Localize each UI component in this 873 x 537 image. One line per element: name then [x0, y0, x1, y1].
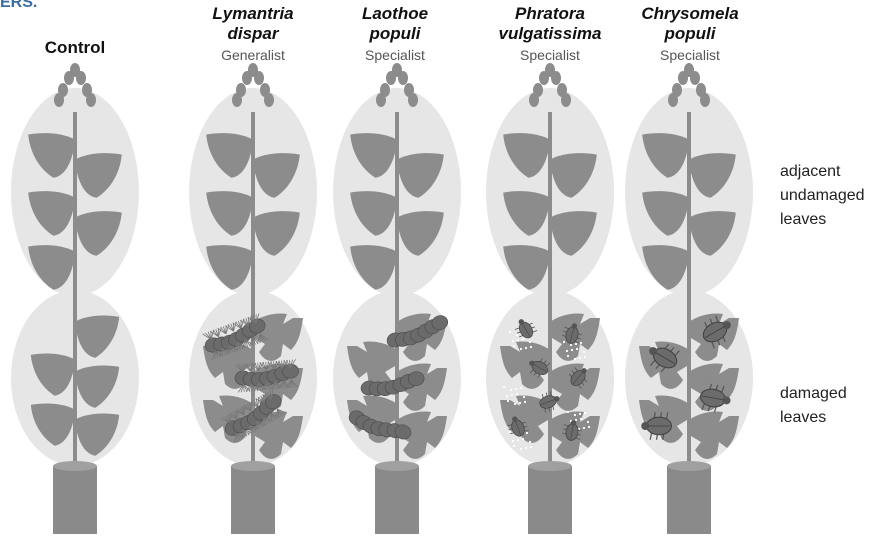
- feeding-speckle: [522, 338, 524, 340]
- feeding-speckle: [567, 355, 569, 357]
- feeding-speckle: [570, 344, 572, 346]
- feeding-speckle: [530, 446, 532, 448]
- pot-rim: [528, 461, 572, 471]
- feeding-speckle: [516, 334, 518, 336]
- feeding-speckle: [506, 395, 508, 397]
- feeding-speckle: [529, 341, 531, 343]
- feeding-speckle: [584, 356, 586, 358]
- feeding-speckle: [509, 331, 511, 333]
- feeding-speckle: [579, 413, 581, 415]
- feeding-speckle: [520, 387, 522, 389]
- feeding-speckle: [517, 339, 519, 341]
- feeding-speckle: [507, 400, 509, 402]
- feeding-speckle: [514, 403, 516, 405]
- feeding-speckle: [529, 441, 531, 443]
- feeding-speckle: [583, 351, 585, 353]
- feeding-speckle: [509, 431, 511, 433]
- damaged-leaf: [689, 411, 739, 458]
- feeding-speckle: [563, 341, 565, 343]
- apical-leaf-bud: [248, 63, 258, 77]
- apical-leaf-bud: [529, 93, 539, 107]
- apical-leaf-bud: [545, 63, 555, 77]
- pot: [375, 466, 419, 534]
- feeding-speckle: [583, 427, 585, 429]
- pot-rim: [53, 461, 97, 471]
- pot: [53, 466, 97, 534]
- plant-phratora: [486, 63, 614, 534]
- feeding-speckle: [571, 349, 573, 351]
- feeding-speckle: [524, 401, 526, 403]
- feeding-speckle: [520, 448, 522, 450]
- feeding-speckle: [522, 438, 524, 440]
- feeding-speckle: [525, 447, 527, 449]
- apical-leaf-bud: [700, 93, 710, 107]
- feeding-speckle: [520, 348, 522, 350]
- feeding-speckle: [517, 439, 519, 441]
- feeding-speckle: [587, 421, 589, 423]
- feeding-speckle: [574, 358, 576, 360]
- feeding-speckle: [575, 343, 577, 345]
- feeding-speckle: [566, 350, 568, 352]
- feeding-speckle: [576, 348, 578, 350]
- pot: [667, 466, 711, 534]
- plant-lymantria: [189, 63, 317, 534]
- feeding-speckle: [513, 345, 515, 347]
- pot: [231, 466, 275, 534]
- feeding-speckle: [523, 396, 525, 398]
- apical-leaf-bud: [70, 63, 80, 77]
- plant-control: [11, 63, 139, 534]
- feeding-speckle: [525, 347, 527, 349]
- feeding-speckle: [580, 418, 582, 420]
- apical-leaf-bud: [54, 93, 64, 107]
- feeding-speckle: [510, 389, 512, 391]
- plant-chrysomela: [625, 63, 753, 534]
- feeding-speckle: [526, 432, 528, 434]
- feeding-speckle: [512, 440, 514, 442]
- feeding-speckle: [513, 445, 515, 447]
- feeding-speckle: [503, 386, 505, 388]
- feeding-speckle: [588, 426, 590, 428]
- feeding-speckle: [512, 340, 514, 342]
- feeding-speckle: [516, 393, 518, 395]
- apical-leaf-bud: [392, 63, 402, 77]
- feeding-speckle: [567, 411, 569, 413]
- apical-leaf-bud: [668, 93, 678, 107]
- feeding-speckle: [579, 357, 581, 359]
- feeding-speckle: [515, 388, 517, 390]
- feeding-speckle: [511, 394, 513, 396]
- feeding-speckle: [530, 346, 532, 348]
- apical-leaf-bud: [376, 93, 386, 107]
- apical-leaf-bud: [232, 93, 242, 107]
- pot: [528, 466, 572, 534]
- plant-laothoe: [333, 63, 461, 534]
- pot-rim: [231, 461, 275, 471]
- apical-leaf-bud: [86, 93, 96, 107]
- feeding-speckle: [519, 402, 521, 404]
- apical-leaf-bud: [408, 93, 418, 107]
- pot-rim: [667, 461, 711, 471]
- apical-leaf-bud: [264, 93, 274, 107]
- pot-rim: [375, 461, 419, 471]
- feeding-speckle: [574, 414, 576, 416]
- feeding-speckle: [580, 342, 582, 344]
- apical-leaf-bud: [561, 93, 571, 107]
- apical-leaf-bud: [684, 63, 694, 77]
- feeding-speckle: [584, 412, 586, 414]
